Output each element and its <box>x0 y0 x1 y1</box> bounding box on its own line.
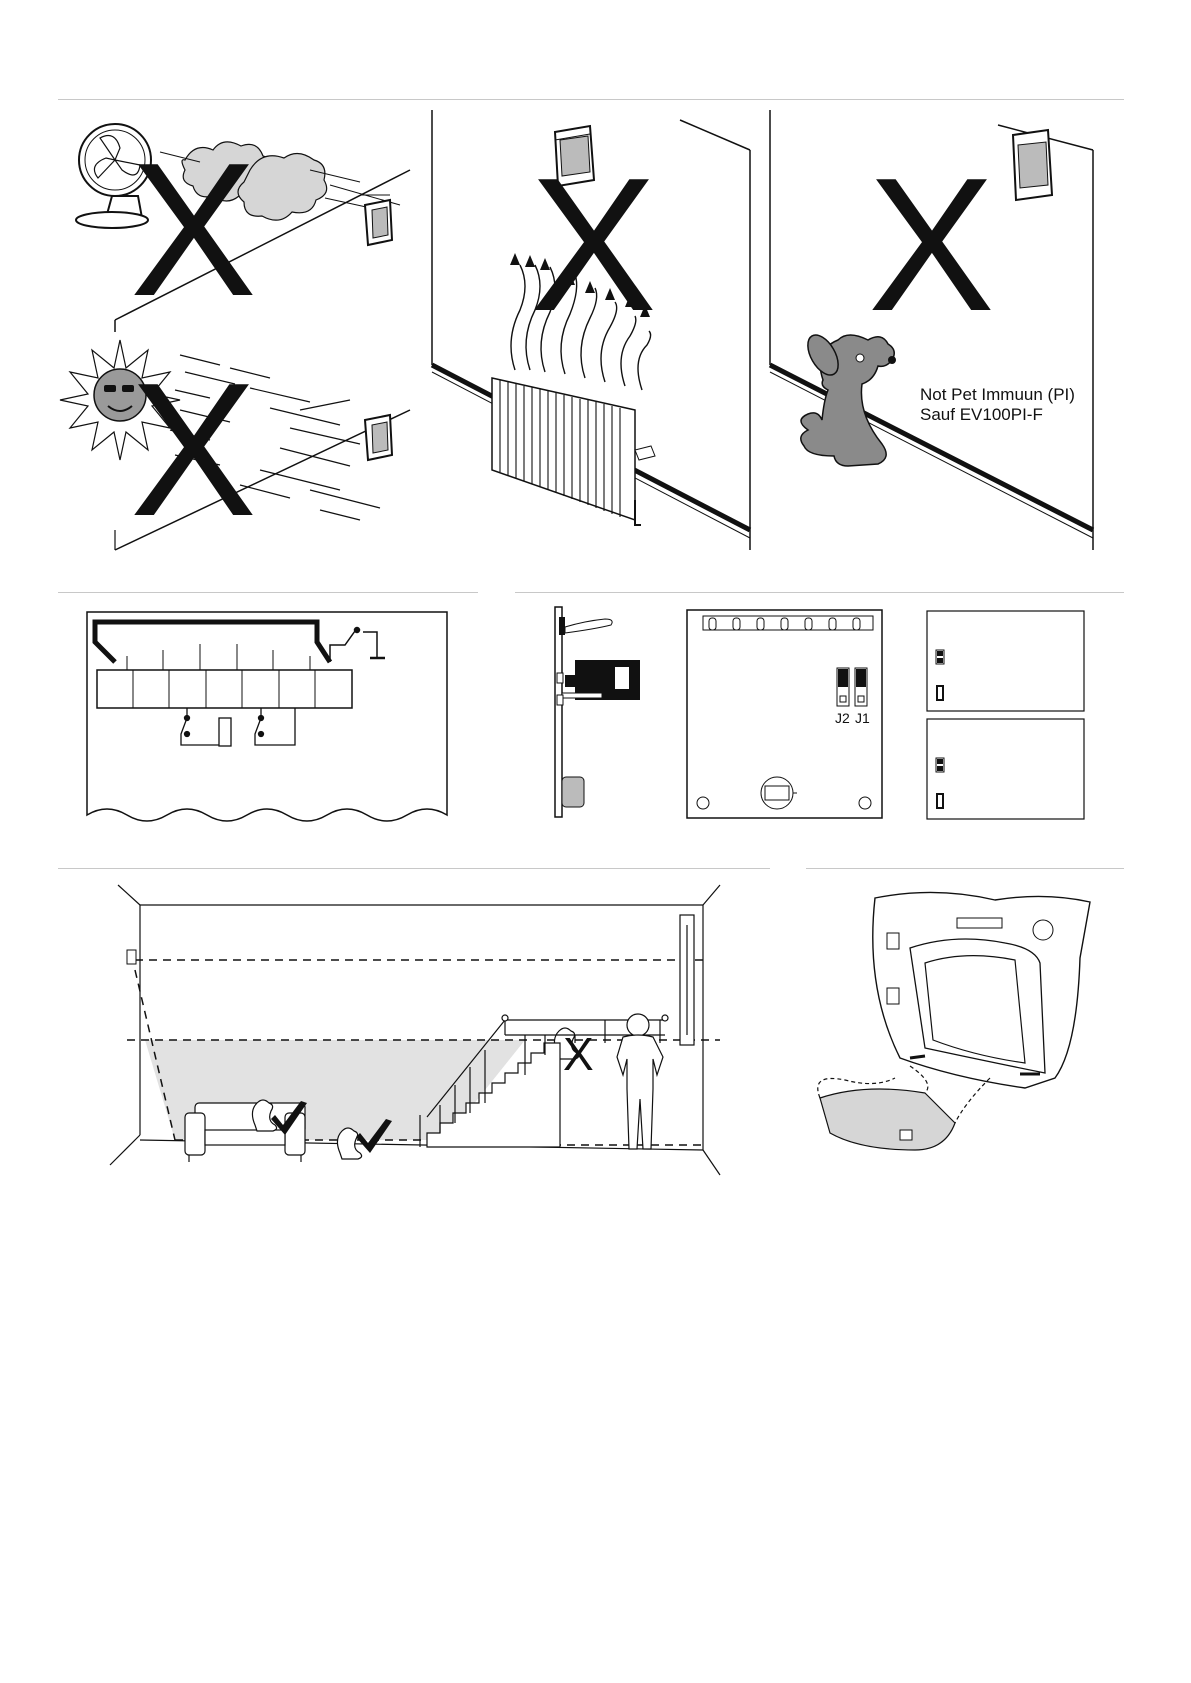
radiator-illustration: X <box>430 110 760 550</box>
section-divider-mid-right <box>515 592 1124 593</box>
pir-detector-icon <box>1013 130 1052 200</box>
door <box>680 915 694 1045</box>
warning-panel-pet: X Not Pet Immuun (PI) Sauf EV100PI-F <box>768 110 1098 550</box>
pcb-top-view: J2 J1 <box>685 608 885 820</box>
warning-panel-draft-sunlight: X X <box>60 110 430 550</box>
pcb-side-view <box>545 605 645 820</box>
detector-flap <box>820 1089 955 1150</box>
jumper-j2[interactable] <box>837 668 849 706</box>
pet-note-line1: Not Pet Immuun (PI) <box>920 385 1075 404</box>
warning-x-mark-pet: X <box>868 139 995 351</box>
pir-detector-icon <box>127 950 136 964</box>
warning-panel-radiator: X <box>430 110 760 550</box>
draft-sunlight-illustration: X X <box>60 110 430 550</box>
jumper-j1-label: J1 <box>855 710 870 726</box>
jumper-j1[interactable] <box>855 668 867 706</box>
room-coverage-diagram: X <box>105 885 730 1180</box>
warning-x-mark-sun: X <box>130 344 257 556</box>
warning-x-mark-radiator: X <box>530 139 657 351</box>
pcb-terminal-row <box>703 616 873 630</box>
pir-detector-icon <box>365 200 392 245</box>
pet-note-line2: Sauf EV100PI-F <box>920 405 1043 424</box>
sofa-icon <box>185 1103 305 1162</box>
dog-icon <box>801 330 896 466</box>
warning-x-mark-fan: X <box>130 124 257 336</box>
jumper-setting-box-b <box>926 718 1086 820</box>
jumper-setting-box-a <box>926 610 1086 712</box>
jumper-j2-label: J2 <box>835 710 850 726</box>
section-divider-top <box>58 99 1124 100</box>
pet-illustration: X Not Pet Immuun (PI) Sauf EV100PI-F <box>768 110 1098 550</box>
radiator-icon <box>492 378 655 525</box>
section-divider-mid-left <box>58 592 478 593</box>
terminal-wiring-diagram <box>85 610 450 820</box>
pir-detector-icon <box>365 415 392 460</box>
section-divider-bottom-left <box>58 868 770 869</box>
coverage-x-mark: X <box>563 1028 594 1080</box>
detector-interior-view <box>815 888 1105 1158</box>
section-divider-bottom-right <box>806 868 1124 869</box>
person-icon <box>617 1014 663 1149</box>
terminal-block <box>97 670 352 708</box>
